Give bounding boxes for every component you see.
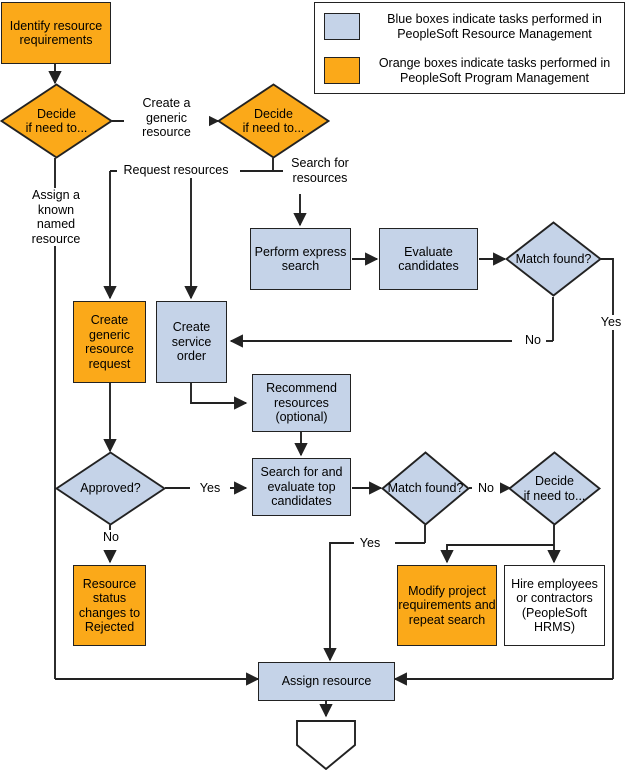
node-match-found-2[interactable]: Match found? [381,451,470,526]
node-decide-if-need-to-2[interactable]: Decide if need to... [217,83,330,159]
edge-decide3-to-modify [440,544,554,564]
edge-label-yes-match-found-1: Yes [597,315,625,330]
legend-row-orange: Orange boxes indicate tasks performed in… [324,56,616,85]
edge-service-order-to-recommend [190,383,248,410]
node-match-found-1[interactable]: Match found? [505,221,602,297]
legend: Blue boxes indicate tasks performed in P… [314,2,625,94]
legend-swatch-orange [324,57,360,84]
node-recommend-resources[interactable]: Recommend resources (optional) [252,374,351,432]
legend-swatch-blue [324,13,360,40]
edge-label-no-approved: No [97,530,125,545]
edge-label-no-match-found-1: No [520,333,546,348]
node-evaluate-candidates[interactable]: Evaluate candidates [379,228,478,290]
node-perform-express-search[interactable]: Perform express search [250,228,351,290]
node-assign-resource[interactable]: Assign resource [258,662,395,701]
edge-matchfound2-yes-to-assign [323,542,355,662]
node-modify-project-requirements[interactable]: Modify project requirements and repeat s… [397,565,497,646]
node-search-and-evaluate-top-candidates[interactable]: Search for and evaluate top candidates [252,458,351,516]
node-resource-status-rejected[interactable]: Resource status changes to Rejected [73,565,146,646]
node-decide-if-need-to-3[interactable]: Decide if need to... [508,451,601,526]
edge-matchfound1-yes-right-rail [601,258,614,679]
edge-label-no-match-found-2: No [472,481,500,496]
edge-label-yes-match-found-2: Yes [354,536,386,551]
terminator-shape [296,720,356,770]
edge-label-create-generic-resource: Create a generic resource [124,96,209,140]
node-create-generic-resource-request[interactable]: Create generic resource request [73,301,146,383]
node-approved[interactable]: Approved? [55,451,166,526]
legend-label-orange: Orange boxes indicate tasks performed in… [378,56,611,85]
node-identify-resource-requirements[interactable]: Identify resource requirements [1,2,111,64]
edge-label-request-resources: Request resources [117,163,235,178]
node-create-service-order[interactable]: Create service order [156,301,227,383]
node-decide-if-need-to-1[interactable]: Decide if need to... [0,83,113,159]
legend-row-blue: Blue boxes indicate tasks performed in P… [324,12,616,41]
edge-label-yes-approved: Yes [190,481,230,496]
edge-label-search-for-resources: Search for resources [283,156,357,185]
node-hire-employees-or-contractors[interactable]: Hire employees or contractors (PeopleSof… [504,565,605,646]
legend-label-blue: Blue boxes indicate tasks performed in P… [387,12,602,41]
edge-label-assign-known-named-resource: Assign a known named resource [13,188,99,246]
